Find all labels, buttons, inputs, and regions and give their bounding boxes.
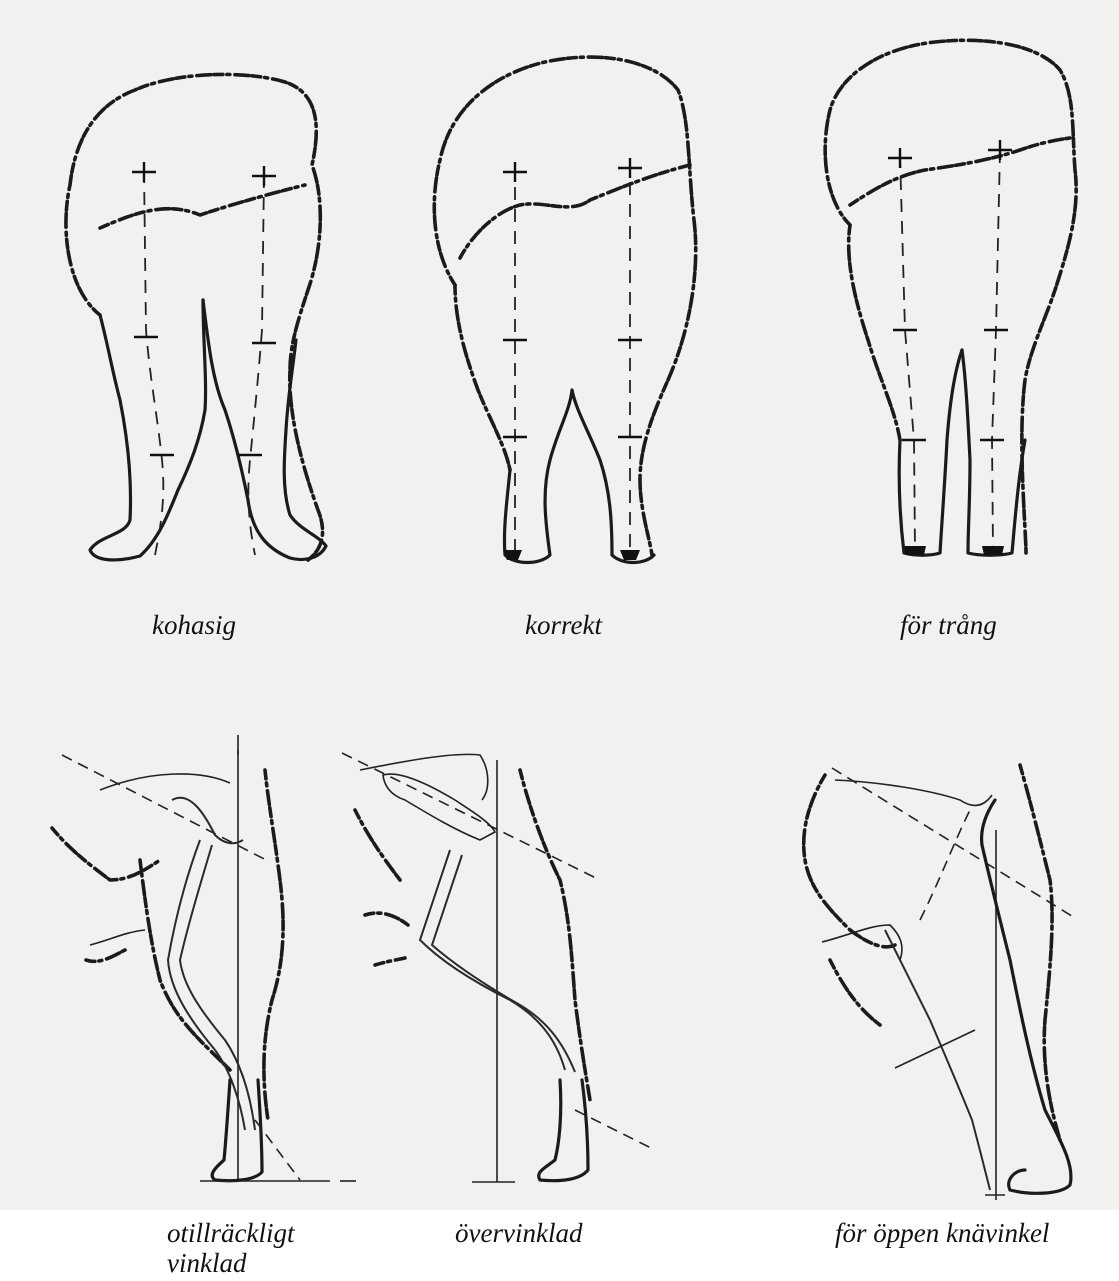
hindquarter-figure	[0, 0, 1119, 1210]
rear-view-cowhocked-drawing	[66, 74, 326, 560]
caption-open-stifle: för öppen knävinkel	[835, 1218, 1049, 1248]
caption-too-narrow: för trång	[900, 610, 997, 640]
side-view-open-stifle-drawing	[804, 765, 1075, 1200]
rear-view-correct-drawing	[434, 57, 695, 562]
side-view-overangulated-drawing	[342, 753, 655, 1182]
caption-cowhocked: kohasig	[152, 610, 236, 640]
caption-underangulated: otillräckligt vinklad	[167, 1218, 337, 1278]
side-view-underangulated-drawing	[52, 735, 356, 1181]
rear-view-narrow-drawing	[825, 40, 1076, 555]
caption-correct: korrekt	[525, 610, 602, 640]
caption-overangulated: övervinklad	[455, 1218, 582, 1248]
